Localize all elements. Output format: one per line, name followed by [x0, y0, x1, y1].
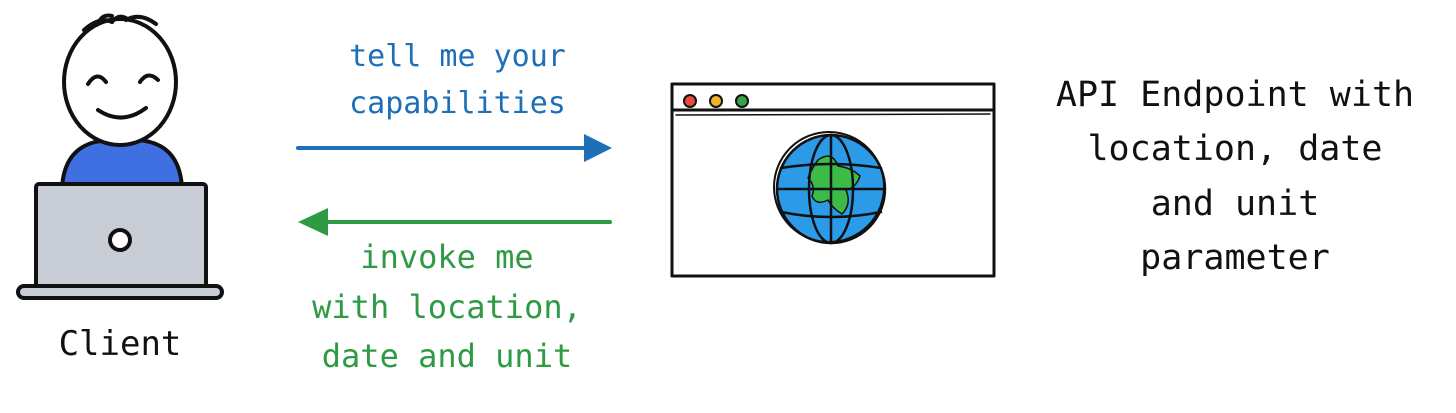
laptop-base: [16, 284, 224, 300]
window-dot-green: [735, 94, 749, 108]
request-arrow: [296, 134, 612, 162]
head-shape: [62, 17, 178, 147]
response-label: invoke me with location, date and unit: [312, 238, 582, 376]
request-label: tell me your capabilities: [349, 39, 566, 121]
endpoint-label: API Endpoint with location, date and uni…: [1055, 75, 1415, 278]
window-dot-yellow: [709, 94, 723, 108]
response-arrow: [298, 208, 612, 236]
person-at-laptop-icon: [16, 13, 224, 300]
window-dot-red: [683, 94, 697, 108]
client-label: Client: [58, 324, 182, 364]
globe-land: [807, 155, 861, 215]
globe-icon: [773, 131, 887, 245]
